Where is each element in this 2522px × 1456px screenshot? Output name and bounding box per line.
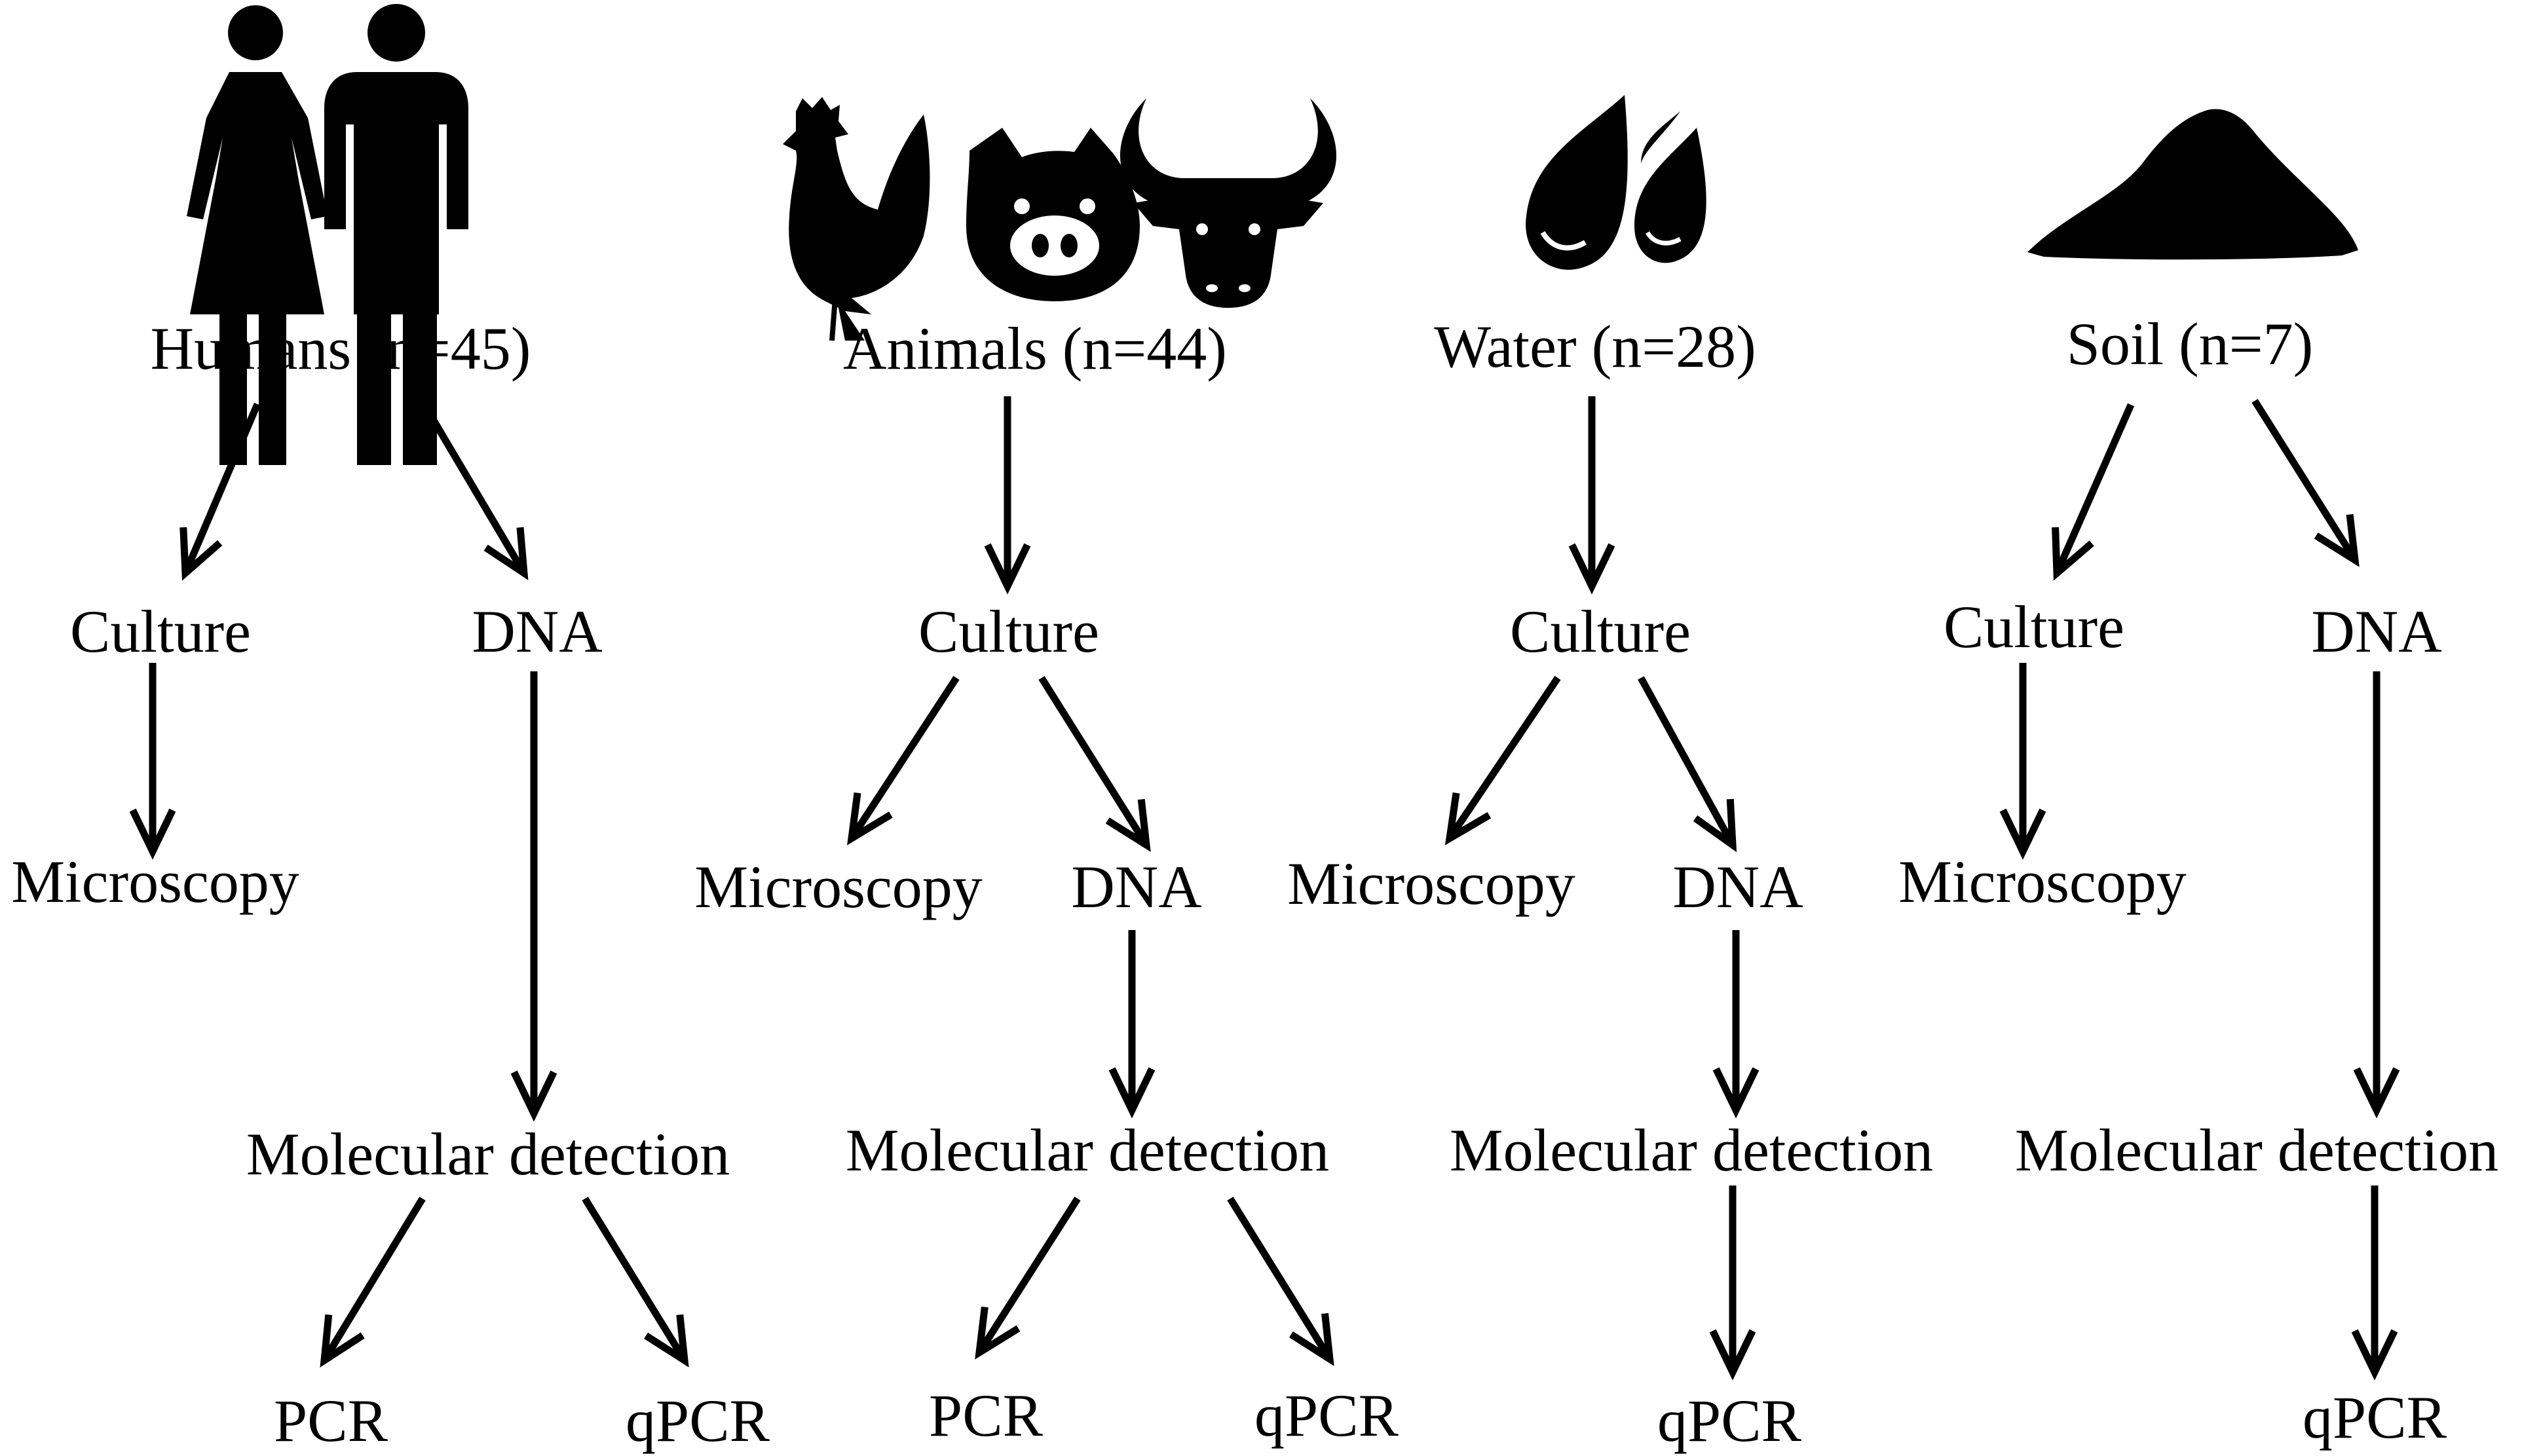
arrow-water-culture-to-dna [1638,676,1737,853]
water-culture-label: Culture [1510,598,1691,665]
humans-pcr-label: PCR [274,1387,388,1454]
arrow-head [1108,1067,1156,1119]
arrow-humans-culture-to-microscopy [129,663,176,860]
soil-culture-label: Culture [1944,593,2124,660]
arrow-soil-to-culture [2052,403,2135,581]
animals-title: Animals (n=44) [843,315,1227,382]
arrow-head [1693,798,1737,853]
water-microscopy-label: Microscopy [1287,850,1575,917]
arrow-shaft [426,411,527,575]
arrow-shaft [1227,1197,1333,1361]
water-drops-icon [1526,95,1706,270]
arrow-head [1712,1067,1760,1119]
arrow-shaft [321,1197,426,1362]
humans-dna-label: DNA [472,598,602,665]
arrow-head [1999,808,2046,860]
arrow-head [1289,1313,1334,1366]
arrow-shaft [2053,403,2135,575]
arrow-head [320,1314,365,1368]
animals-microscopy-label: Microscopy [694,853,982,920]
soil-molecular-label: Molecular detection [2015,1117,2498,1184]
arrow-humans-molecular-to-qpcr [582,1197,689,1368]
soil-qpcr-label: qPCR [2303,1384,2447,1451]
arrow-head [847,792,893,846]
arrow-head [2052,527,2094,581]
animals-culture-label: Culture [918,598,1099,665]
animals-dna-label: DNA [1071,853,1201,920]
arrow-animals-dna-to-molecular [1108,930,1156,1119]
animals-qpcr-label: qPCR [1254,1382,1399,1449]
soil-pile-icon [2027,109,2358,260]
arrow-head [1568,543,1615,595]
animals-pcr-label: PCR [929,1382,1044,1449]
arrow-shaft [976,1197,1081,1354]
arrow-head [179,527,223,581]
humans-culture-label: Culture [70,598,251,665]
arrow-head [2353,1067,2400,1119]
animals-molecular-label: Molecular detection [846,1117,1329,1184]
water-title: Water (n=28) [1434,313,1756,380]
arrow-soil-dna-to-molecular [2353,671,2400,1119]
arrow-shaft [1638,676,1736,847]
arrow-head [1105,798,1151,852]
humans-molecular-label: Molecular detection [246,1121,730,1187]
soil-title: Soil (n=7) [2067,310,2313,377]
arrow-head [2351,1329,2398,1381]
arrow-head [1709,1329,1756,1381]
soil-microscopy-label: Microscopy [1898,848,2186,915]
arrow-head [984,543,1031,595]
arrow-head [510,1070,557,1122]
arrow-shaft [1446,675,1561,841]
arrow-water-culture-to-microscopy [1444,675,1561,846]
people-icon [187,4,468,465]
arrow-head [129,808,176,860]
arrow-water-dna-to-molecular [1712,930,1760,1119]
pig-icon [966,128,1140,301]
bull-icon [1120,98,1336,308]
arrow-animals-culture-to-dna [1038,676,1151,852]
arrow-animals-to-culture [984,396,1031,595]
soil-dna-label: DNA [2311,598,2441,665]
water-dna-label: DNA [1672,853,1803,920]
arrow-humans-to-culture [179,402,261,581]
arrow-soil-to-dna [2251,399,2360,567]
arrow-humans-molecular-to-pcr [320,1197,426,1368]
arrow-soil-culture-to-microscopy [1999,663,2046,860]
arrow-shaft [1038,676,1150,847]
arrow-shaft [582,1197,688,1362]
arrow-humans-to-dna [426,411,529,580]
chicken-icon [783,97,930,341]
arrow-humans-dna-to-molecular [510,671,557,1122]
arrow-animals-molecular-to-pcr [975,1197,1081,1360]
humans-title: Humans (n=45) [151,315,531,382]
arrow-animals-molecular-to-qpcr [1227,1197,1334,1366]
arrow-water-molecular-to-qpcr [1709,1185,1756,1381]
arrow-shaft [2251,399,2358,562]
arrow-soil-molecular-to-qpcr [2351,1185,2398,1381]
arrow-head [975,1306,1021,1360]
arrow-head [1444,792,1492,846]
arrow-animals-culture-to-microscopy [847,675,960,846]
arrow-shaft [848,675,960,841]
water-qpcr-label: qPCR [1657,1387,1802,1454]
arrow-head [644,1314,689,1368]
humans-microscopy-label: Microscopy [11,848,299,915]
arrow-head [483,527,529,580]
humans-qpcr-label: qPCR [626,1387,770,1454]
arrow-water-to-culture [1568,396,1615,595]
arrow-head [2314,513,2360,567]
arrows [129,396,2400,1381]
arrow-shaft [181,402,261,575]
water-molecular-label: Molecular detection [1450,1117,1933,1184]
